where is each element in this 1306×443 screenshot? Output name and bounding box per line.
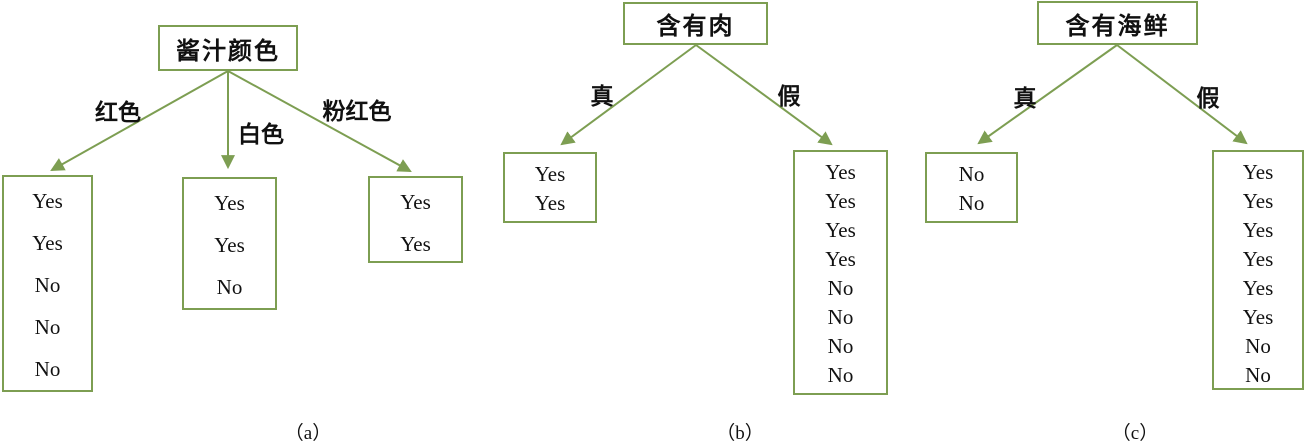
tree-c-branch-label-true: 真 (1013, 86, 1037, 111)
leaf-item: No (958, 191, 985, 215)
tree-a-root-node: 酱汁颜色 (158, 25, 298, 71)
tree-b-branch-label-false: 假 (777, 84, 801, 109)
leaf-item: No (958, 162, 985, 186)
leaf-item: Yes (1242, 305, 1274, 329)
leaf-item: Yes (1242, 160, 1274, 184)
leaf-item: Yes (534, 162, 566, 186)
leaf-item: Yes (1242, 189, 1274, 213)
tree-b-branch-arrow-true (560, 44, 697, 146)
leaf-item: No (827, 334, 854, 358)
tree-a-branch-label-pink: 粉红色 (322, 99, 392, 124)
leaf-item: Yes (32, 231, 63, 255)
figure-caption-a: （a） (284, 423, 332, 443)
leaf-item: Yes (534, 191, 566, 215)
tree-c-branch-label-false: 假 (1196, 86, 1220, 111)
tree-c-root-node: 含有海鲜 (1037, 1, 1198, 45)
figure-caption-c: （c） (1111, 423, 1159, 443)
tree-a-branch-label-white: 白色 (238, 122, 284, 147)
leaf-item: No (34, 273, 61, 297)
leaf-item: No (827, 276, 854, 300)
leaf-item: No (34, 357, 61, 381)
tree-c-branch-arrow-true (977, 44, 1118, 145)
leaf-item: No (1245, 363, 1271, 387)
tree-b-branch-label-true: 真 (590, 84, 614, 109)
leaf-item: No (827, 305, 854, 329)
tree-b-root-node: 含有肉 (623, 2, 768, 45)
tree-a-branch-label-red: 红色 (95, 100, 141, 125)
tree-b-branch-arrow-false (695, 44, 833, 146)
leaf-item: Yes (32, 189, 63, 213)
leaf-item: No (1245, 334, 1271, 358)
leaf-item: Yes (214, 233, 245, 257)
leaf-item: Yes (1242, 247, 1274, 271)
leaf-item: Yes (400, 190, 431, 214)
leaf-item: Yes (825, 218, 856, 242)
leaf-item: Yes (400, 232, 431, 256)
leaf-item: No (34, 315, 61, 339)
leaf-item: Yes (1242, 218, 1274, 242)
tree-c-branch-arrow-false (1116, 44, 1248, 145)
figure-caption-b: （b） (716, 423, 764, 443)
leaf-item: Yes (825, 160, 856, 184)
leaf-item: Yes (825, 189, 856, 213)
leaf-item: No (827, 363, 854, 387)
leaf-item: Yes (214, 191, 245, 215)
leaf-item: No (216, 275, 243, 299)
leaf-item: Yes (1242, 276, 1274, 300)
leaf-item: Yes (825, 247, 856, 271)
